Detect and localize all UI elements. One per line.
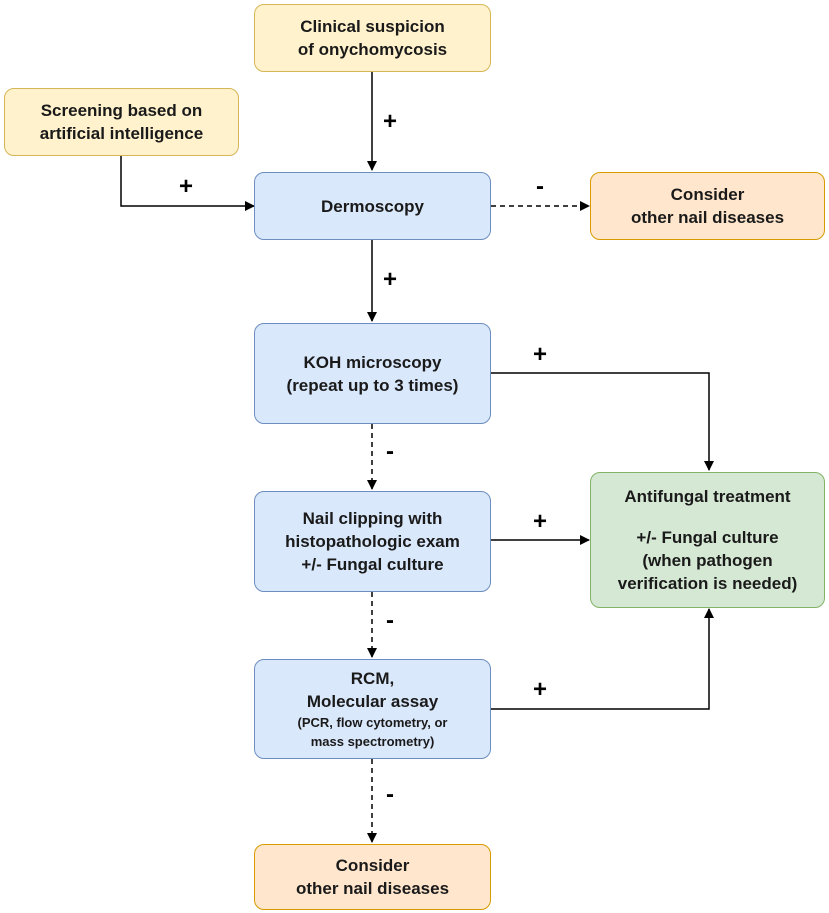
node-text: Clinical suspicion xyxy=(300,17,445,36)
node-text: Dermoscopy xyxy=(321,196,424,216)
edge-koh-to-antifungal xyxy=(491,372,714,471)
node-ai-screening: Screening based on artificial intelligen… xyxy=(4,88,239,156)
node-dermoscopy: Dermoscopy xyxy=(254,172,491,240)
node-rcm-molecular-assay: RCM, Molecular assay (PCR, flow cytometr… xyxy=(254,659,491,759)
edge-sign-clipping-antifungal: + xyxy=(532,508,548,535)
node-text: RCM, xyxy=(350,669,395,688)
node-koh-microscopy: KOH microscopy (repeat up to 3 times) xyxy=(254,323,491,424)
node-text: verification is needed) xyxy=(617,574,798,593)
edge-sign-dermoscopy-koh: + xyxy=(382,266,398,293)
edge-sign-suspicion-dermoscopy: + xyxy=(382,108,398,135)
node-text: Nail clipping with xyxy=(302,509,443,528)
node-text: artificial intelligence xyxy=(39,124,204,143)
node-title: Antifungal treatment xyxy=(624,487,791,506)
node-text: Consider xyxy=(670,185,745,204)
node-text: of onychomycosis xyxy=(297,40,448,59)
node-text: (when pathogen xyxy=(642,551,773,570)
edge-sign-rcm-other: - xyxy=(386,781,394,808)
node-text: other nail diseases xyxy=(295,879,450,898)
node-text: +/- Fungal culture xyxy=(301,555,444,574)
node-nail-clipping: Nail clipping with histopathologic exam … xyxy=(254,491,491,592)
node-subtext: mass spectrometry) xyxy=(310,734,435,749)
edge-sign-dermoscopy-other: - xyxy=(536,173,544,200)
node-other-nail-diseases-top: Consider other nail diseases xyxy=(590,172,825,240)
node-antifungal-treatment: Antifungal treatment +/- Fungal culture … xyxy=(590,472,825,608)
node-text: KOH microscopy xyxy=(303,352,442,372)
node-text: (repeat up to 3 times) xyxy=(286,375,459,395)
node-clinical-suspicion: Clinical suspicion of onychomycosis xyxy=(254,4,491,72)
node-text: histopathologic exam xyxy=(285,532,460,551)
node-subtext: (PCR, flow cytometry, or xyxy=(297,715,448,730)
node-text: Consider xyxy=(335,856,410,875)
node-text: +/- Fungal culture xyxy=(636,528,779,547)
node-text: Screening based on xyxy=(40,101,203,120)
node-text: Molecular assay xyxy=(306,692,439,711)
edge-rcm-to-antifungal xyxy=(491,608,714,710)
edge-ai-to-dermoscopy xyxy=(120,156,255,211)
edge-sign-rcm-antifungal: + xyxy=(532,676,548,703)
node-other-nail-diseases-bottom: Consider other nail diseases xyxy=(254,844,491,910)
edge-sign-clipping-rcm: - xyxy=(386,607,394,634)
edge-sign-koh-antifungal: + xyxy=(532,341,548,368)
node-text: other nail diseases xyxy=(630,208,785,227)
edge-sign-koh-clipping: - xyxy=(386,438,394,465)
edge-sign-ai-dermoscopy: + xyxy=(178,173,194,200)
